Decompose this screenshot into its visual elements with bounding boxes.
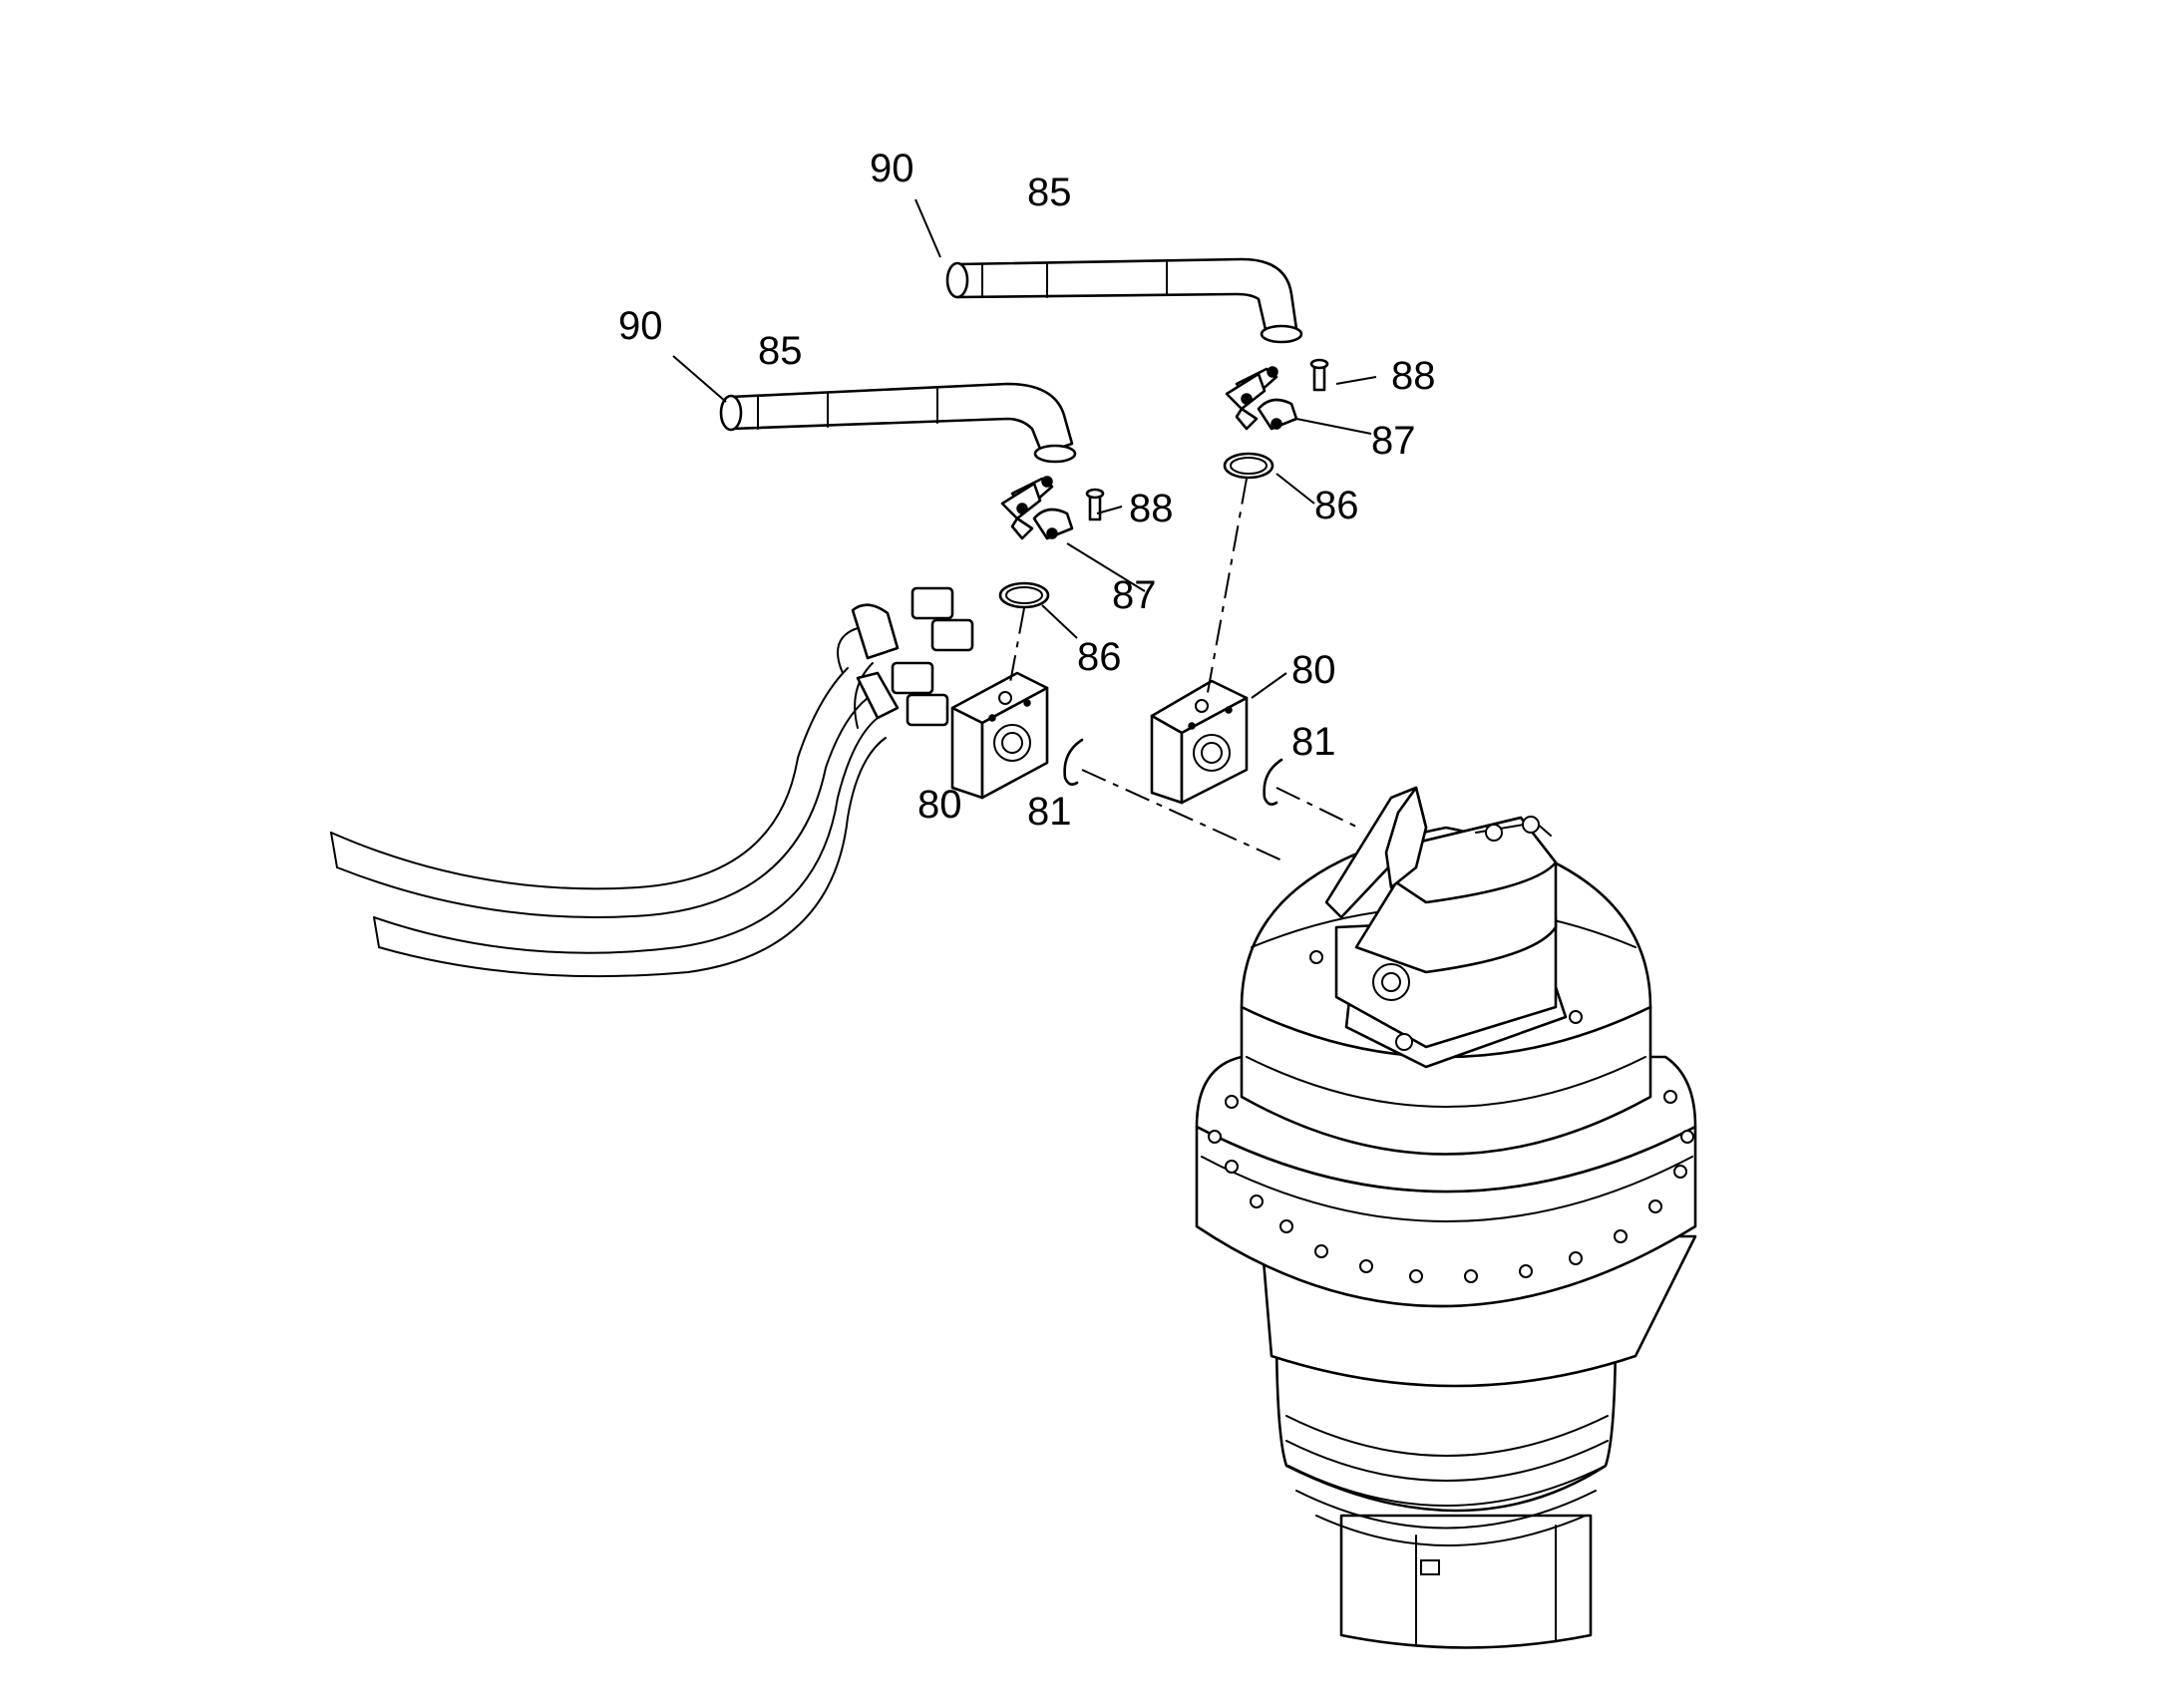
callout-90-left: 90 bbox=[618, 304, 663, 348]
snap-ring-81-left bbox=[1063, 738, 1084, 786]
callout-90-upper: 90 bbox=[870, 147, 914, 190]
callout-87-left: 87 bbox=[1112, 573, 1157, 617]
callout-87-right: 87 bbox=[1371, 419, 1416, 463]
callout-88-left: 88 bbox=[1129, 487, 1174, 530]
o-ring-86-right bbox=[1223, 452, 1274, 480]
callout-81-left: 81 bbox=[1027, 790, 1072, 834]
callout-81-right: 81 bbox=[1291, 720, 1336, 764]
flange-bolt-holes bbox=[1208, 1090, 1694, 1283]
callout-85-upper: 85 bbox=[1027, 171, 1072, 214]
o-ring-86-left bbox=[998, 581, 1050, 609]
leader-lines bbox=[672, 198, 1377, 699]
split-flange-clamp-right bbox=[1225, 366, 1298, 431]
callout-85-left: 85 bbox=[758, 329, 803, 373]
screw-88-left bbox=[1085, 488, 1105, 521]
block-80-left bbox=[950, 671, 1049, 800]
callout-80-right: 80 bbox=[1291, 648, 1336, 692]
flange-clamps-left bbox=[891, 586, 974, 727]
callout-86-left: 86 bbox=[1077, 635, 1122, 679]
screw-88-right bbox=[1309, 358, 1329, 392]
assembly-lines bbox=[1008, 478, 1359, 863]
callout-86-right: 86 bbox=[1314, 484, 1359, 527]
callout-labels: 90 85 90 85 88 87 86 88 87 86 80 81 80 8… bbox=[618, 147, 1436, 834]
snap-ring-81-right bbox=[1263, 758, 1283, 806]
split-flange-clamp-left bbox=[1000, 476, 1074, 540]
callout-88-right: 88 bbox=[1391, 354, 1436, 398]
travel-motor bbox=[1195, 786, 1697, 1649]
callout-80-left: 80 bbox=[917, 783, 962, 827]
hose-85-upper bbox=[945, 257, 1303, 344]
block-80-right bbox=[1150, 679, 1249, 805]
hose-85-left bbox=[719, 382, 1077, 464]
hose-assembly-left bbox=[330, 586, 974, 978]
